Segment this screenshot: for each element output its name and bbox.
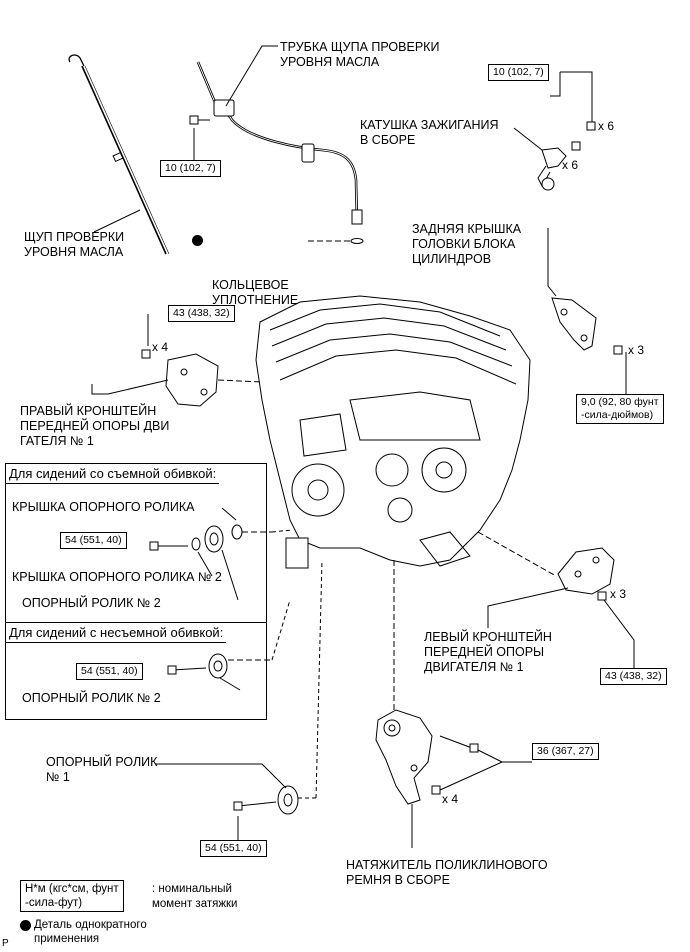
legend-torque-units: Н*м (кгс*см, фунт -сила-фут) <box>20 880 124 912</box>
left-bracket-drawing <box>557 547 615 601</box>
torque-tube-bolt: 10 (102, 7) <box>160 160 221 177</box>
corner-mark: P <box>2 938 9 949</box>
torque-rear-cover: 9,0 (92, 80 фунт -сила-дюймов) <box>576 394 664 424</box>
single-use-dot-icon <box>192 235 203 246</box>
engine-block-drawing <box>255 295 531 569</box>
label-ignition-coil: КАТУШКА ЗАЖИГАНИЯ В СБОРЕ <box>360 118 499 147</box>
legend-torque-desc: : номинальный момент затяжки <box>152 883 238 910</box>
label-tensioner: НАТЯЖИТЕЛЬ ПОЛИКЛИНОВОГО РЕМНЯ В СБОРЕ <box>346 858 548 887</box>
torque-idler-fixed: 54 (551, 40) <box>76 663 143 680</box>
mult-coil: x 6 <box>562 158 579 172</box>
label-right-bracket: ПРАВЫЙ КРОНШТЕЙН ПЕРЕДНЕЙ ОПОРЫ ДВИ ГАТЕ… <box>20 404 170 448</box>
label-idler-2-a: ОПОРНЫЙ РОЛИК № 2 <box>22 596 161 610</box>
torque-coil-bolt: 10 (102, 7) <box>488 64 549 81</box>
section-fixed-title: Для сидений с несъемной обивкой: <box>6 623 227 643</box>
mult-left-bracket: x 3 <box>610 587 627 601</box>
label-o-ring-text: КОЛЬЦЕВОЕ УПЛОТНЕНИЕ <box>212 278 299 307</box>
torque-left-bracket: 43 (438, 32) <box>600 668 667 685</box>
legend-single-use-text: Деталь однократного применения <box>34 919 147 945</box>
ignition-coil-drawing <box>537 121 596 191</box>
label-idler-cover: КРЫШКА ОПОРНОГО РОЛИКА <box>12 500 195 514</box>
section-removable: Для сидений со съемной обивкой: КРЫШКА О… <box>5 463 267 623</box>
oil-tube-drawing <box>196 61 363 225</box>
torque-right-bracket: 43 (438, 32) <box>168 305 235 322</box>
label-o-ring: КОЛЬЦЕВОЕ УПЛОТНЕНИЕ <box>192 233 299 323</box>
torque-idler-1: 54 (551, 40) <box>200 840 267 857</box>
rear-cover-drawing <box>551 297 623 355</box>
mult-tensioner: x 4 <box>442 792 459 806</box>
mult-right-bracket: x 4 <box>152 340 169 354</box>
torque-tensioner: 36 (367, 27) <box>532 743 599 760</box>
label-oil-tube: ТРУБКА ЩУПА ПРОВЕРКИ УРОВНЯ МАСЛА <box>280 40 440 69</box>
tensioner-drawing <box>375 709 479 805</box>
mult-rear-cover: x 3 <box>628 343 645 357</box>
idler-fixed-drawing <box>167 653 228 679</box>
idler-1-drawing <box>233 785 299 815</box>
label-dipstick: ЩУП ПРОВЕРКИ УРОВНЯ МАСЛА <box>24 230 125 259</box>
label-idler-cover-2: КРЫШКА ОПОРНОГО РОЛИКА № 2 <box>12 570 222 584</box>
legend-single-use: Деталь однократного применения <box>20 918 147 946</box>
label-left-bracket: ЛЕВЫЙ КРОНШТЕЙН ПЕРЕДНЕЙ ОПОРЫ ДВИГАТЕЛЯ… <box>424 630 552 674</box>
right-bracket-drawing <box>141 349 219 407</box>
label-rear-cover: ЗАДНЯЯ КРЫШКА ГОЛОВКИ БЛОКА ЦИЛИНДРОВ <box>412 222 522 266</box>
label-idler-1: ОПОРНЫЙ РОЛИК № 1 <box>46 755 158 784</box>
section-removable-title: Для сидений со съемной обивкой: <box>6 464 220 484</box>
single-use-legend-dot-icon <box>20 920 31 931</box>
label-idler-2-b: ОПОРНЫЙ РОЛИК № 2 <box>22 691 161 705</box>
dipstick-drawing <box>68 54 170 255</box>
mult-coil-bolt: x 6 <box>598 119 615 133</box>
torque-idler-removable: 54 (551, 40) <box>60 532 127 549</box>
section-fixed: Для сидений с несъемной обивкой: 54 (551… <box>5 622 267 720</box>
tube-bolt <box>189 115 210 125</box>
